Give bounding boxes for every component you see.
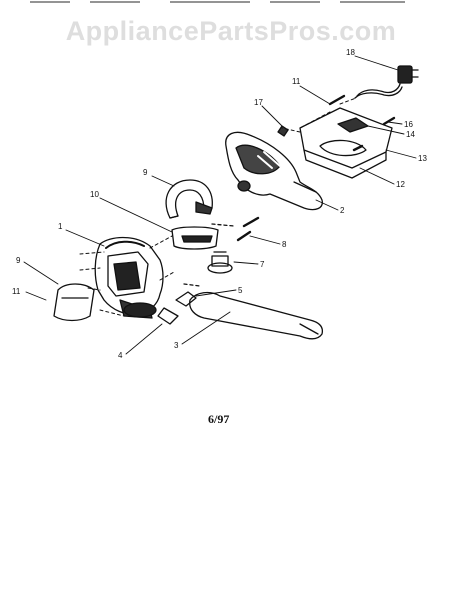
part-housing-top <box>299 107 393 179</box>
callout-11-top: 11 <box>292 77 301 86</box>
callout-9-top: 9 <box>143 168 148 177</box>
part-cord-plug <box>354 65 419 99</box>
part-latch <box>157 283 201 325</box>
part-blower-tube <box>189 291 324 340</box>
part-impeller-duct <box>165 179 213 219</box>
callout-3: 3 <box>174 341 179 350</box>
callout-16: 16 <box>404 120 413 129</box>
part-fan <box>207 251 233 274</box>
part-fan-housing <box>171 223 235 250</box>
revision-date: 6/97 <box>208 412 230 426</box>
cropped-header-text <box>30 1 405 3</box>
callout-17: 17 <box>254 98 263 107</box>
part-motor-housing <box>225 131 323 211</box>
part-filter <box>53 283 95 322</box>
callout-12: 12 <box>396 180 405 189</box>
callout-13: 13 <box>418 154 427 163</box>
callout-14: 14 <box>406 130 415 139</box>
part-front-housing <box>94 236 164 319</box>
part-screws-top <box>277 94 396 152</box>
callout-1: 1 <box>58 222 63 231</box>
callout-labels: 18 11 17 16 14 13 12 2 9 10 8 7 5 1 9 11… <box>12 48 427 360</box>
callout-18: 18 <box>346 48 355 57</box>
assembly-guides <box>79 97 357 317</box>
callout-11-left: 11 <box>12 287 21 296</box>
watermark-text: AppliancePartsPros.com <box>65 16 397 46</box>
callout-8: 8 <box>282 240 287 249</box>
leader-lines <box>23 55 417 355</box>
callout-2: 2 <box>340 206 345 215</box>
callout-7: 7 <box>260 260 265 269</box>
callout-5: 5 <box>238 286 243 295</box>
part-screws-8 <box>236 216 260 242</box>
callout-9-left: 9 <box>16 256 21 265</box>
callout-10: 10 <box>90 190 99 199</box>
callout-4: 4 <box>118 351 123 360</box>
